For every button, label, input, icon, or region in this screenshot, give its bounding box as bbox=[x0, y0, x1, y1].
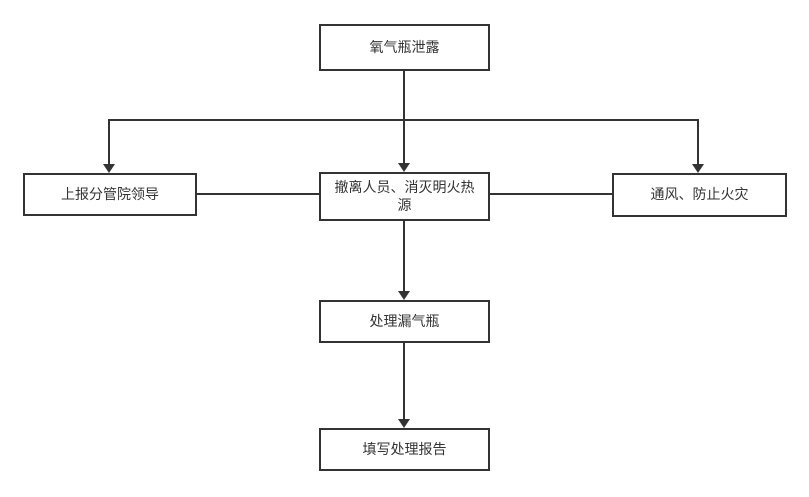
arrowhead-down-form bbox=[398, 419, 410, 428]
connector-handle-to-form bbox=[403, 343, 405, 420]
node-label: 撤离人员、消灭明火热源 bbox=[334, 179, 475, 214]
connector-branch-horizontal bbox=[109, 119, 699, 121]
node-label: 通风、防止火灾 bbox=[650, 187, 749, 203]
node-report-to-leaders: 上报分管院领导 bbox=[23, 173, 197, 216]
connector-report-evacuate-link bbox=[197, 193, 319, 195]
node-label: 氧气瓶泄露 bbox=[369, 39, 440, 56]
connector-evacuate-to-handle bbox=[403, 221, 405, 292]
node-fill-processing-report: 填写处理报告 bbox=[319, 428, 490, 471]
arrowhead-down-handle bbox=[398, 291, 410, 300]
node-label: 上报分管院领导 bbox=[61, 186, 159, 203]
node-label: 处理漏气瓶 bbox=[369, 313, 440, 330]
node-evacuate-eliminate-flames: 撤离人员、消灭明火热源 bbox=[319, 172, 490, 221]
connector-start-to-branch bbox=[403, 71, 405, 165]
arrowhead-down-evacuate bbox=[398, 163, 410, 172]
arrowhead-down-ventilate bbox=[692, 164, 704, 173]
connector-evacuate-ventilate-link bbox=[490, 193, 612, 195]
arrowhead-down-report bbox=[103, 164, 115, 173]
node-ventilate-prevent-fire: 通风、防止火灾 bbox=[612, 173, 787, 217]
node-oxygen-cylinder-leak: 氧气瓶泄露 bbox=[319, 24, 490, 71]
node-handle-leaking-cylinder: 处理漏气瓶 bbox=[319, 300, 490, 343]
connector-branch-to-ventilate bbox=[697, 119, 699, 165]
connector-branch-to-report bbox=[108, 119, 110, 165]
node-label: 填写处理报告 bbox=[362, 441, 447, 458]
